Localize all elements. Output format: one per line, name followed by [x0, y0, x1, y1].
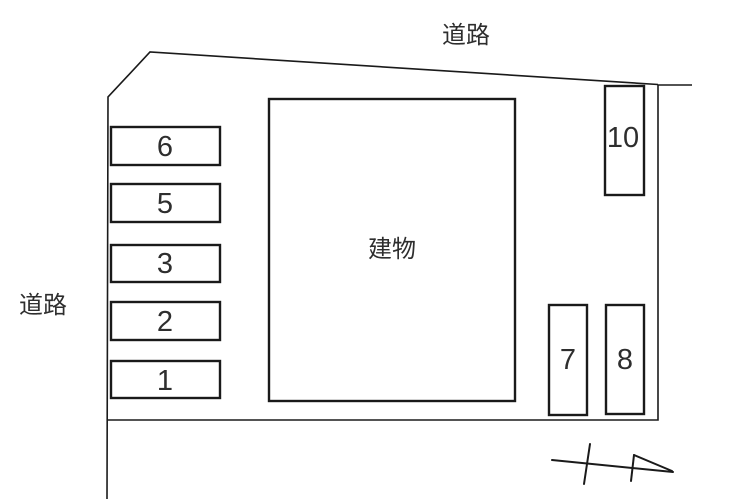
- parking-space-1-number: 1: [157, 365, 173, 397]
- parking-space-5-box: [109, 182, 222, 224]
- parking-space-6-box: [109, 125, 222, 167]
- parking-space-2-box: [109, 300, 222, 342]
- building-outline: [267, 97, 517, 403]
- arrow-main-line: [551, 459, 674, 473]
- parking-space-1-box: [109, 359, 222, 400]
- parking-space-3-box: [109, 243, 222, 284]
- parking-space-3-number: 3: [157, 248, 173, 280]
- parking-space-10-number: 10: [607, 122, 639, 154]
- parking-space-7-box: [547, 303, 589, 417]
- parking-space-8-number: 8: [617, 344, 633, 376]
- boundary-right-bottom-line: [107, 84, 692, 421]
- parking-space-2-number: 2: [157, 306, 173, 338]
- building-label: 建物: [368, 236, 416, 263]
- arrow-flag-diagonal-line: [633, 454, 673, 472]
- parking-spaces-right: 10 7 8: [547, 84, 646, 417]
- parking-space-8-box: [604, 303, 646, 416]
- road-label-top: 道路: [442, 22, 490, 49]
- parking-space-7-number: 7: [560, 344, 576, 376]
- property-boundary: [106, 51, 692, 499]
- parking-space-10-box: [603, 84, 646, 197]
- parking-spaces-left: 6 5 3 2 1: [109, 125, 222, 400]
- boundary-left-top-line: [106, 51, 659, 499]
- arrow-tick-line: [583, 443, 591, 485]
- parking-space-5-number: 5: [157, 188, 173, 220]
- road-label-left: 道路: [19, 292, 67, 319]
- arrow-flag-vertical-line: [630, 454, 635, 482]
- parking-space-6-number: 6: [157, 131, 173, 163]
- direction-arrow-icon: [551, 443, 674, 485]
